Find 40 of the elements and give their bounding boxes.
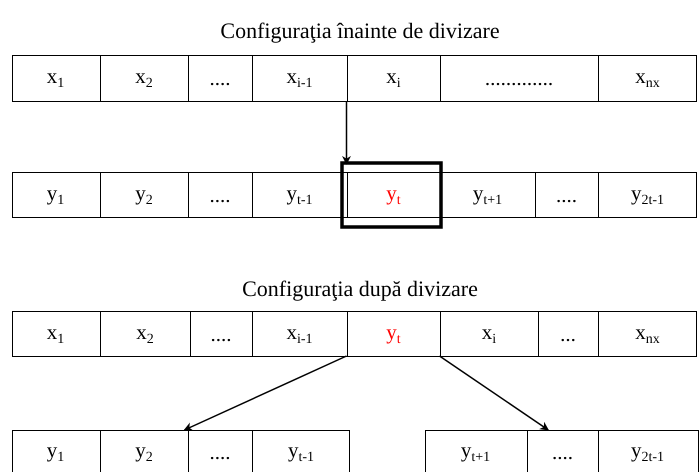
key-label: .... — [210, 184, 230, 206]
key-label: y$_{t+1}$ — [472, 182, 502, 208]
key-label: x$_{2}$ — [136, 322, 154, 346]
key-label: y$_{1}$ — [46, 182, 64, 208]
arrow — [342, 101, 351, 165]
key-label: x$_{1}$ — [46, 66, 64, 91]
key-label: y$_{2t-1}$ — [630, 440, 664, 464]
key-label: y$_{t}$ — [386, 322, 401, 346]
key-label: y$_{2}$ — [135, 182, 153, 208]
key-label: .... — [210, 68, 230, 89]
section-heading: Configuraţia după divizare — [242, 276, 478, 302]
key-label: y$_{t-1}$ — [288, 440, 314, 464]
array-row — [425, 430, 699, 472]
key-label: .... — [552, 442, 573, 462]
key-label: .... — [210, 442, 230, 462]
key-label: .... — [210, 324, 232, 344]
array-row — [12, 311, 697, 357]
key-label: ... — [560, 324, 576, 344]
key-label: x$_{1}$ — [46, 322, 64, 346]
key-label: y$_{t-1}$ — [286, 182, 313, 208]
arrow — [439, 355, 550, 431]
key-label: y$_{t+1}$ — [460, 440, 490, 464]
key-label: .... — [556, 184, 577, 206]
key-label: x$_{nx}$ — [635, 66, 660, 91]
array-row — [12, 55, 697, 102]
array-row — [12, 430, 350, 472]
key-label: ............. — [484, 68, 554, 89]
key-label: x$_{nx}$ — [635, 322, 660, 346]
array-row — [12, 172, 697, 218]
key-label: y$_{1}$ — [46, 440, 64, 464]
arrow — [184, 355, 347, 431]
key-label: x$_{i-1}$ — [286, 66, 313, 91]
section-heading: Configuraţia înainte de divizare — [220, 18, 500, 44]
key-label: y$_{2t-1}$ — [630, 182, 664, 208]
key-label: y$_{t}$ — [386, 182, 401, 208]
key-label: x$_{i}$ — [482, 322, 496, 346]
key-label: y$_{2}$ — [135, 440, 153, 464]
key-label: x$_{i}$ — [386, 66, 401, 91]
key-label: x$_{i-1}$ — [286, 322, 313, 346]
key-label: x$_{2}$ — [135, 66, 153, 91]
